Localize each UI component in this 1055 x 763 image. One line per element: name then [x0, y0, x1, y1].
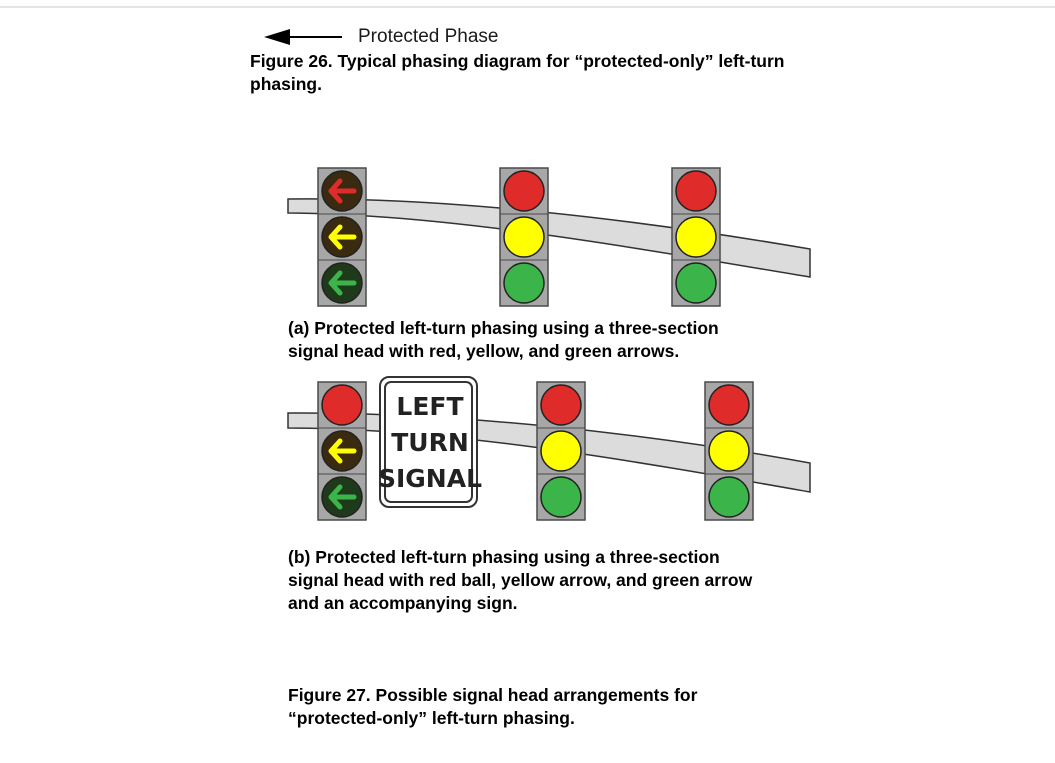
green-arrow-lens: [321, 476, 363, 518]
red-ball-lens: [540, 384, 582, 426]
legend: Protected Phase: [262, 24, 562, 50]
panel-a-caption: (a) Protected left-turn phasing using a …: [288, 317, 808, 363]
yellow-ball-lens: [675, 216, 717, 258]
yellow-ball-lens: [708, 430, 750, 472]
red-ball-lens: [503, 170, 545, 212]
panel-a: [287, 167, 811, 307]
legend-label: Protected Phase: [358, 26, 499, 47]
panel-b-caption-line-2: signal head with red ball, yellow arrow,…: [288, 570, 753, 590]
signal-head-a1: [317, 167, 367, 307]
panel-b-caption: (b) Protected left-turn phasing using a …: [288, 546, 848, 615]
figure-26-caption-line-2: phasing.: [250, 74, 322, 94]
panel-b-caption-line-1: (b) Protected left-turn phasing using a …: [288, 547, 720, 567]
panel-a-caption-line-2: signal head with red, yellow, and green …: [288, 341, 680, 361]
signal-head-a3: [671, 167, 721, 307]
red-ball-lens: [708, 384, 750, 426]
red-arrow-lens: [321, 170, 363, 212]
signal-head-b1: [317, 381, 367, 521]
yellow-arrow-lens: [321, 216, 363, 258]
panel-a-caption-line-1: (a) Protected left-turn phasing using a …: [288, 318, 719, 338]
figure-27-caption-line-1: Figure 27. Possible signal head arrangem…: [288, 685, 698, 705]
signal-head-a2: [499, 167, 549, 307]
green-arrow-lens: [321, 262, 363, 304]
yellow-ball-lens: [503, 216, 545, 258]
red-ball-lens: [675, 170, 717, 212]
yellow-arrow-lens: [321, 430, 363, 472]
mast-arm-a: [287, 198, 811, 278]
figure-27-caption-line-2: “protected-only” left-turn phasing.: [288, 708, 575, 728]
red-ball-lens: [321, 384, 363, 426]
green-ball-lens: [503, 262, 545, 304]
left-turn-signal-sign: LEFT TURN SIGNAL: [378, 376, 482, 508]
figure-26-caption: Figure 26. Typical phasing diagram for “…: [250, 50, 870, 96]
green-ball-lens: [540, 476, 582, 518]
green-ball-lens: [675, 262, 717, 304]
signal-head-b3: [704, 381, 754, 521]
panel-b-caption-line-3: and an accompanying sign.: [288, 593, 518, 613]
signal-head-b2: [536, 381, 586, 521]
figure-27-caption: Figure 27. Possible signal head arrangem…: [288, 684, 808, 730]
sign-line-3: SIGNAL: [378, 464, 482, 493]
figure-26-caption-line-1: Figure 26. Typical phasing diagram for “…: [250, 51, 785, 71]
panel-b: LEFT TURN SIGNAL: [287, 376, 811, 521]
sign-line-2: TURN: [391, 428, 469, 457]
yellow-ball-lens: [540, 430, 582, 472]
sign-line-1: LEFT: [396, 392, 463, 421]
green-ball-lens: [708, 476, 750, 518]
left-arrow-icon: [264, 29, 342, 45]
top-rule: [0, 6, 1055, 8]
